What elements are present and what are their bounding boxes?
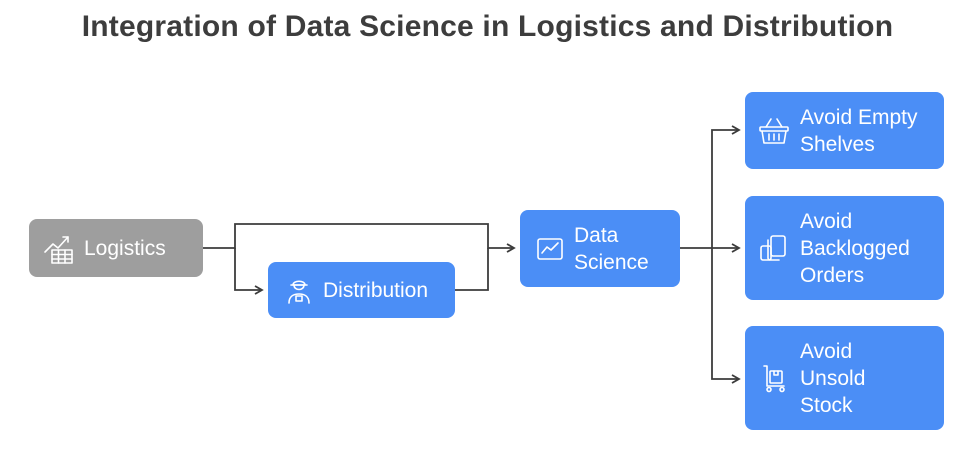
logistics-label: Logistics [84, 236, 166, 260]
delivery-worker-icon [282, 273, 316, 307]
backlogged-label-line-3: Orders [800, 263, 865, 287]
unsold-label-line-1: Avoid [800, 339, 853, 363]
empty-shelves-label-line-1: Avoid Empty [800, 105, 918, 129]
stacked-documents-icon [757, 231, 791, 265]
cart-box-icon [757, 361, 791, 395]
unsold-label-line-2: Unsold [800, 366, 866, 390]
backlogged-label-line-2: Backlogged [800, 236, 910, 260]
distribution-node: Distribution [268, 262, 455, 318]
line-chart-icon [534, 233, 566, 265]
growth-chart-icon [41, 230, 77, 266]
connector-logistics-to-data-science [203, 223, 516, 253]
connector-data-science-to-empty-shelves [680, 125, 741, 249]
connector-distribution-to-data-science [455, 248, 489, 291]
data-science-label-line-2: Science [574, 250, 649, 274]
empty-shelves-label-line-2: Shelves [800, 132, 875, 156]
connector-logistics-to-distribution [234, 248, 264, 295]
data-science-label-line-1: Data [574, 223, 619, 247]
logistics-node: Logistics [29, 219, 203, 277]
unsold-stock-node: Avoid Unsold Stock [745, 326, 944, 430]
backlogged-orders-node: Avoid Backlogged Orders [745, 196, 944, 300]
connector-data-science-to-unsold [711, 248, 741, 384]
backlogged-label-line-1: Avoid [800, 209, 853, 233]
data-science-node: Data Science [520, 210, 680, 287]
diagram-title: Integration of Data Science in Logistics… [81, 10, 894, 43]
basket-icon [757, 114, 791, 148]
unsold-label-line-3: Stock [800, 393, 853, 417]
distribution-label: Distribution [323, 278, 429, 302]
empty-shelves-node: Avoid Empty Shelves [745, 92, 944, 169]
